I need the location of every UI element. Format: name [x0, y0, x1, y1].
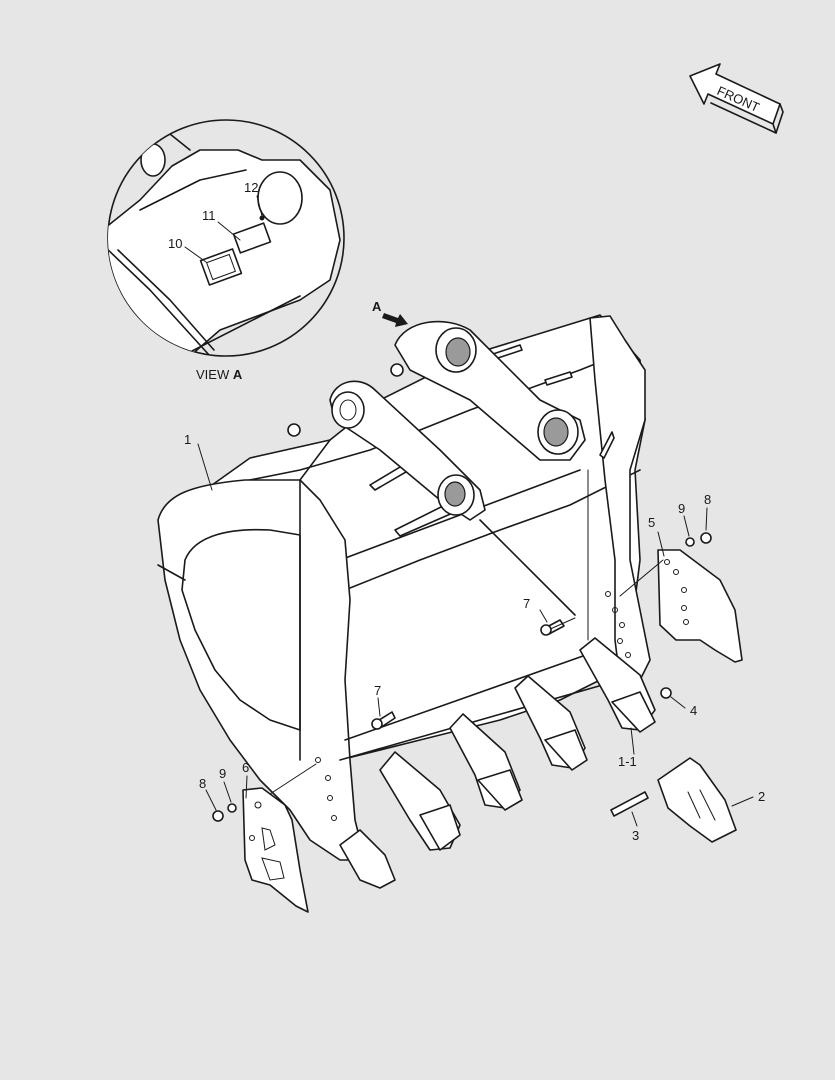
callout-11: 11: [202, 208, 216, 223]
callout-10: 10: [168, 236, 182, 251]
callout-4: 4: [690, 703, 697, 718]
leader-lines: [197, 443, 754, 827]
callout-8-left: 8: [199, 776, 206, 791]
callouts: 1 7 7 6 9 8 5 9 8 4 1-1 2 3: [184, 432, 765, 843]
side-cutter-right: [657, 549, 743, 663]
callout-1: 1: [184, 432, 191, 447]
view-a-detail: 12 11 10 VIEW A: [107, 119, 345, 382]
side-cutter-left: [242, 787, 309, 913]
callout-2: 2: [758, 789, 765, 804]
front-arrow: FRONT: [689, 63, 784, 134]
callout-9-right: 9: [678, 501, 685, 516]
callout-7-upper: 7: [523, 596, 530, 611]
callout-7-lower: 7: [374, 683, 381, 698]
callout-1-1: 1-1: [618, 754, 637, 769]
view-direction-arrow: A: [372, 299, 408, 327]
callout-9-left: 9: [219, 766, 226, 781]
tooth-and-pin: [610, 757, 737, 843]
callout-6: 6: [242, 760, 249, 775]
callout-5: 5: [648, 515, 655, 530]
hardware: [212, 532, 712, 822]
bucket-teeth: [339, 637, 656, 889]
callout-12: 12: [244, 180, 258, 195]
callout-8-right: 8: [704, 492, 711, 507]
bucket-body: [157, 314, 651, 861]
arrow-letter: A: [372, 299, 382, 314]
view-label: VIEW A: [196, 367, 243, 382]
callout-3: 3: [632, 828, 639, 843]
